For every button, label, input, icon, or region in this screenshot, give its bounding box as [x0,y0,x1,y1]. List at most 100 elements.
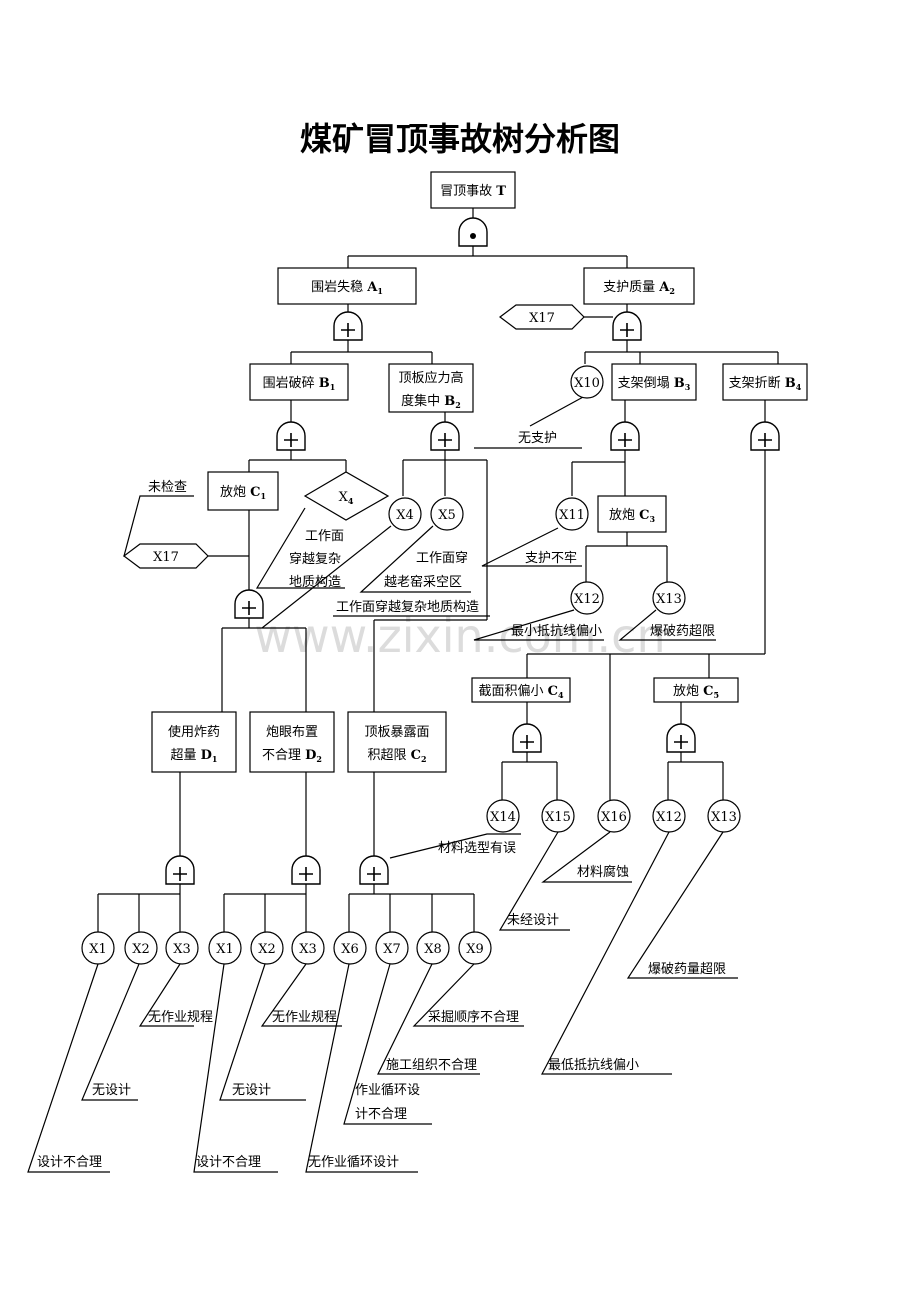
or-gate-icon [165,855,195,885]
and-gate-icon [458,217,488,247]
svg-text:X6: X6 [341,942,359,957]
basic-event-x5: X5 [430,497,464,531]
undeveloped-event-x4: X4 [303,471,390,521]
svg-text:X7: X7 [383,942,401,957]
label-over-charge: 爆破药超限 [650,624,715,639]
label-not-designed: 未经设计 [507,913,559,928]
event-C3: 放炮 C3 [597,495,667,533]
label-no-support: 无支护 [518,431,557,446]
basic-event-x2: X2 [124,931,158,965]
label-no-cycle-design: 无作业循环设计 [308,1155,399,1170]
label-unreasonable-design: 设计不合理 [196,1155,261,1170]
connector-lines [27,208,779,1173]
label-no-design: 无设计 [232,1083,271,1098]
svg-text:使用炸药: 使用炸药 [168,724,220,740]
or-gate-icon [430,421,460,451]
label-x5-line2: 越老窑采空区 [384,574,462,590]
or-gate-icon [234,589,264,619]
event-A2: 支护质量 A2 [583,267,695,305]
svg-text:X14: X14 [490,810,516,825]
or-gate-icon [750,421,780,451]
or-gate-icon [666,723,696,753]
event-B3: 支架倒塌 B3 [611,363,697,401]
svg-text:放炮 C1: 放炮 C1 [220,485,266,501]
svg-text:X17: X17 [153,550,179,565]
or-gate-icon [291,855,321,885]
event-A1: 围岩失稳 A1 [277,267,417,305]
basic-event-x11: X11 [555,497,589,531]
svg-text:超量 D1: 超量 D1 [171,748,218,764]
basic-event-x3: X3 [291,931,325,965]
basic-event-x13: X13 [707,799,741,833]
or-gate-icon [333,311,363,341]
svg-text:X13: X13 [711,810,737,825]
label-cycle-line1: 作业循环设 [355,1083,420,1098]
svg-text:X3: X3 [299,942,317,957]
basic-event-x12: X12 [652,799,686,833]
page-title: 煤矿冒顶事故树分析图 [300,120,620,158]
basic-event-x6: X6 [333,931,367,965]
svg-text:X2: X2 [132,942,150,957]
watermark: www.zixin.com.cn [254,609,665,663]
svg-text:X2: X2 [258,942,276,957]
transfer-symbol-x17: X17 [499,304,585,330]
basic-event-x2: X2 [250,931,284,965]
label-x4-line2: 穿越复杂 [289,551,341,567]
basic-event-x13: X13 [652,581,686,615]
basic-event-x4: X4 [388,497,422,531]
or-gate-icon [612,311,642,341]
svg-text:放炮 C3: 放炮 C3 [609,508,656,524]
basic-event-x16: X16 [597,799,631,833]
svg-text:支护质量 A2: 支护质量 A2 [603,280,675,296]
basic-event-x7: X7 [375,931,409,965]
label-x4-description: 工作面穿越复杂地质构造 [336,599,479,615]
label-x4-line3: 地质构造 [289,575,341,590]
svg-text:X15: X15 [545,810,571,825]
svg-text:X10: X10 [574,376,600,391]
label-unreasonable-design: 设计不合理 [37,1155,102,1170]
event-B2: 顶板应力高 度集中 B2 [388,363,474,413]
svg-text:度集中 B2: 度集中 B2 [401,393,461,410]
basic-event-x8: X8 [416,931,450,965]
or-gate-icon [276,421,306,451]
or-gate-icon [359,855,389,885]
label-cycle-line2: 计不合理 [355,1107,407,1122]
event-B4: 支架折断 B4 [722,363,808,401]
or-gate-icon [512,723,542,753]
label-material-corrosion: 材料腐蚀 [577,865,629,880]
svg-text:截面积偏小 C4: 截面积偏小 C4 [478,684,564,700]
svg-text:X16: X16 [601,810,627,825]
svg-text:X1: X1 [216,942,234,957]
svg-text:不合理 D2: 不合理 D2 [262,748,322,764]
svg-text:放炮 C5: 放炮 C5 [673,684,719,700]
svg-text:X12: X12 [656,810,682,825]
svg-text:X13: X13 [656,592,682,607]
svg-text:顶板应力高: 顶板应力高 [398,370,463,386]
or-gate-icon [610,421,640,451]
basic-event-x9: X9 [458,931,492,965]
label-mining-order: 采掘顺序不合理 [428,1010,519,1025]
event-D2: 炮眼布置 不合理 D2 [249,711,335,773]
svg-text:X11: X11 [559,508,585,523]
label-lowest-resist: 最低抵抗线偏小 [548,1058,639,1073]
basic-event-x12: X12 [570,581,604,615]
label-material-wrong: 材料选型有误 [438,841,516,856]
event-C5: 放炮 C5 [653,677,739,703]
svg-text:X4: X4 [396,508,414,523]
svg-text:支架折断 B4: 支架折断 B4 [729,376,802,392]
event-C1: 放炮 C1 [207,471,279,511]
label-support-loose: 支护不牢 [525,551,577,566]
svg-text:积超限 C2: 积超限 C2 [367,748,426,764]
svg-text:X3: X3 [173,942,191,957]
svg-text:顶板暴露面: 顶板暴露面 [364,725,429,740]
svg-text:炮眼布置: 炮眼布置 [266,725,318,740]
event-T: 冒顶事故 T [430,171,516,209]
svg-text:X5: X5 [438,508,456,523]
basic-event-x14: X14 [486,799,520,833]
svg-text:围岩失稳 A1: 围岩失稳 A1 [311,279,383,296]
svg-text:X12: X12 [574,592,600,607]
transfer-symbol-x17: X17 [123,543,209,569]
label-no-rules: 无作业规程 [272,1010,337,1025]
basic-event-x1: X1 [208,931,242,965]
